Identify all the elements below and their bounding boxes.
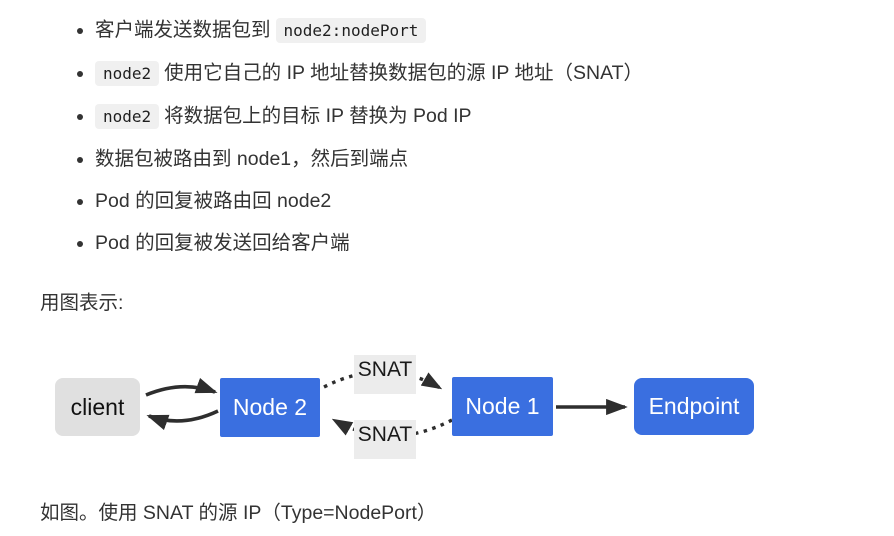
diagram-node-client: client [55,378,140,436]
diagram-node-endpoint: Endpoint [634,378,754,435]
list-item: 数据包被路由到 node1，然后到端点 [95,145,874,173]
list-item-text: Pod 的回复被路由回 node2 [95,190,332,212]
list-item: Pod 的回复被发送回给客户端 [95,229,874,257]
arrow-client-to-node2 [145,377,218,397]
inline-code: node2:nodePort [275,18,427,43]
snat-diagram: SNAT SNAT client Node 2 Node 1 Endpoint [0,343,894,493]
snat-label-top: SNAT [354,355,416,394]
inline-code: node2 [95,104,160,129]
inline-code: node2 [95,61,160,86]
snat-label-bottom: SNAT [354,420,416,459]
list-item-text: 客户端发送数据包到 [95,19,271,41]
diagram-node-node2: Node 2 [220,378,320,437]
diagram-node-node1: Node 1 [452,377,553,436]
list-item-text: Pod 的回复被发送回给客户端 [95,232,350,254]
arrow-node2-to-client [146,409,219,431]
list-item-text: 数据包被路由到 node1，然后到端点 [95,148,409,170]
figure-intro: 用图表示: [40,292,124,314]
doc-footer: 如图。使用 SNAT 的源 IP（Type=NodePort） [0,499,894,527]
figure-caption: 如图。使用 SNAT 的源 IP（Type=NodePort） [40,502,437,524]
list-item-text: 使用它自己的 IP 地址替换数据包的源 IP 地址（SNAT） [164,62,644,84]
list-item: Pod 的回复被路由回 node2 [95,187,874,215]
list-item-text: 将数据包上的目标 IP 替换为 Pod IP [164,105,472,127]
